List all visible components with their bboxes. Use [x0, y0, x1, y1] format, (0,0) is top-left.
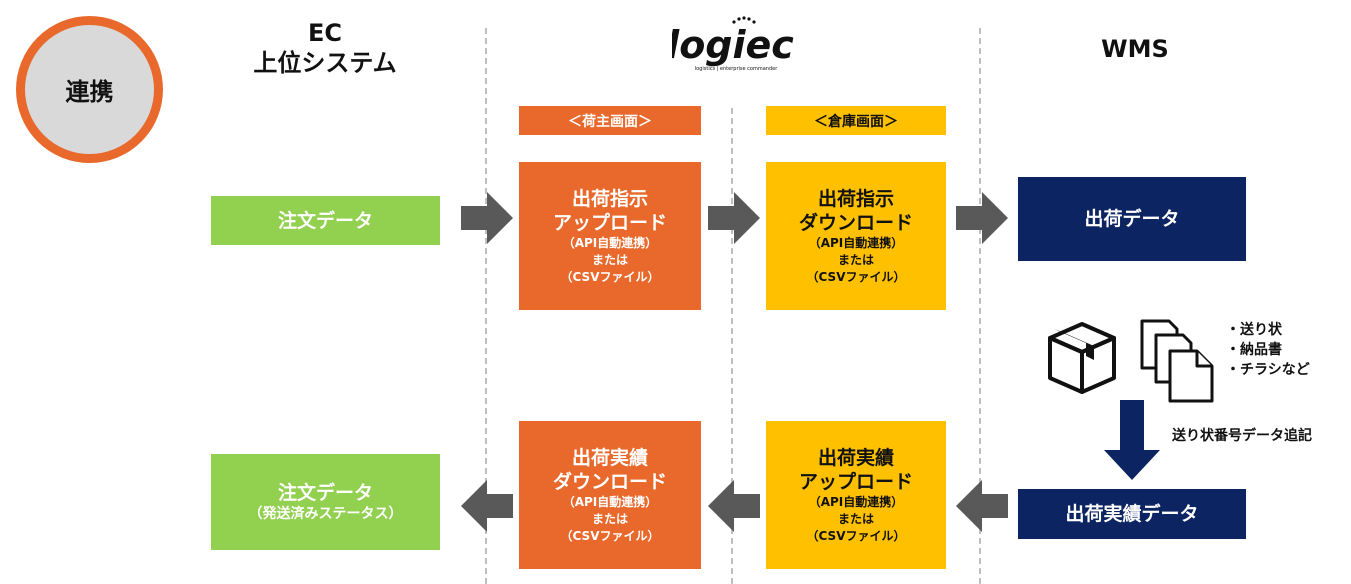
arrow-down	[1104, 400, 1160, 480]
logiec-logo-tagline: logistics | enterprise commander	[695, 66, 778, 72]
logiec-logo-text: logiec	[672, 23, 794, 67]
tracking-number-note-label: 送り状番号データ追記	[1172, 428, 1312, 444]
logiec-logo-mark: logiec logistics | enterprise commander	[666, 16, 794, 72]
wms-header-label: WMS	[1101, 35, 1169, 63]
badge-circle: 連携	[16, 16, 163, 163]
upload-title2: アップロード	[552, 211, 667, 234]
arrow-left-2	[708, 480, 760, 532]
result-upload-sub3: （CSVファイル）	[806, 528, 906, 543]
badge-label: 連携	[65, 78, 114, 106]
tag-warehouse-label: ＜倉庫画面＞	[814, 113, 898, 130]
arrow-right-1	[461, 192, 513, 244]
ec-header-line2: 上位システム	[253, 49, 397, 77]
shipping-data-label: 出荷データ	[1084, 208, 1180, 230]
result-upload-sub1: （API自動連携）	[808, 494, 904, 509]
order-data-shipped-box: 注文データ （発送済みステータス）	[211, 454, 440, 550]
arrow-left-3	[956, 480, 1008, 532]
upload-sub1: （API自動連携）	[562, 235, 658, 250]
arrow-left-1	[461, 480, 513, 532]
shipping-data-box: 出荷データ	[1018, 177, 1246, 261]
upload-sub2: または	[591, 252, 628, 267]
download-sub2: または	[837, 252, 874, 267]
divider-ec-logiec	[485, 28, 487, 584]
shipping-result-data-box: 出荷実績データ	[1018, 489, 1246, 539]
upload-title1: 出荷指示	[571, 187, 648, 210]
divider-logiec-wms	[979, 28, 981, 584]
ec-header-line1: EC	[307, 19, 342, 47]
enclosed-item: ・送り状	[1226, 322, 1282, 338]
enclosed-item: ・納品書	[1226, 342, 1282, 358]
order-data-shipped-label: 注文データ	[277, 481, 373, 504]
result-download-sub3: （CSVファイル）	[560, 528, 660, 543]
tag-shipper-label: ＜荷主画面＞	[568, 113, 652, 130]
enclosed-item: ・チラシなど	[1226, 362, 1310, 378]
tag-warehouse-screen: ＜倉庫画面＞	[766, 106, 946, 135]
result-download-title1: 出荷実績	[571, 446, 648, 469]
download-title1: 出荷指示	[817, 187, 894, 210]
result-download-title2: ダウンロード	[552, 470, 667, 493]
shipping-instruction-upload-box: 出荷指示 アップロード （API自動連携） または （CSVファイル）	[519, 162, 701, 310]
download-title2: ダウンロード	[798, 211, 913, 234]
arrow-right-3	[956, 192, 1008, 244]
shipping-result-data-label: 出荷実績データ	[1065, 503, 1199, 525]
shipping-result-download-box: 出荷実績 ダウンロード （API自動連携） または （CSVファイル）	[519, 421, 701, 569]
ec-column-header: EC 上位システム	[210, 18, 440, 78]
download-sub3: （CSVファイル）	[806, 269, 906, 284]
order-data-label: 注文データ	[277, 209, 373, 232]
order-data-box: 注文データ	[211, 196, 440, 245]
logiec-logo: logiec logistics | enterprise commander	[666, 14, 794, 76]
arrow-right-2	[708, 192, 760, 244]
shipping-result-upload-box: 出荷実績 アップロード （API自動連携） または （CSVファイル）	[766, 421, 946, 569]
order-data-shipped-sub: （発送済みステータス）	[248, 505, 403, 522]
tracking-number-note: 送り状番号データ追記	[1172, 426, 1342, 446]
wms-column-header: WMS	[1050, 34, 1220, 64]
shipping-instruction-download-box: 出荷指示 ダウンロード （API自動連携） または （CSVファイル）	[766, 162, 946, 310]
tag-shipper-screen: ＜荷主画面＞	[519, 106, 701, 135]
result-download-sub1: （API自動連携）	[562, 494, 658, 509]
enclosed-items-list: ・送り状 ・納品書 ・チラシなど	[1226, 320, 1346, 380]
upload-sub3: （CSVファイル）	[560, 269, 660, 284]
divider-shipper-warehouse	[731, 108, 733, 584]
documents-icon	[1140, 319, 1214, 403]
result-upload-title1: 出荷実績	[817, 446, 894, 469]
package-box-icon	[1048, 322, 1116, 394]
download-sub1: （API自動連携）	[808, 235, 904, 250]
result-download-sub2: または	[591, 511, 628, 526]
result-upload-title2: アップロード	[798, 470, 913, 493]
result-upload-sub2: または	[837, 511, 874, 526]
